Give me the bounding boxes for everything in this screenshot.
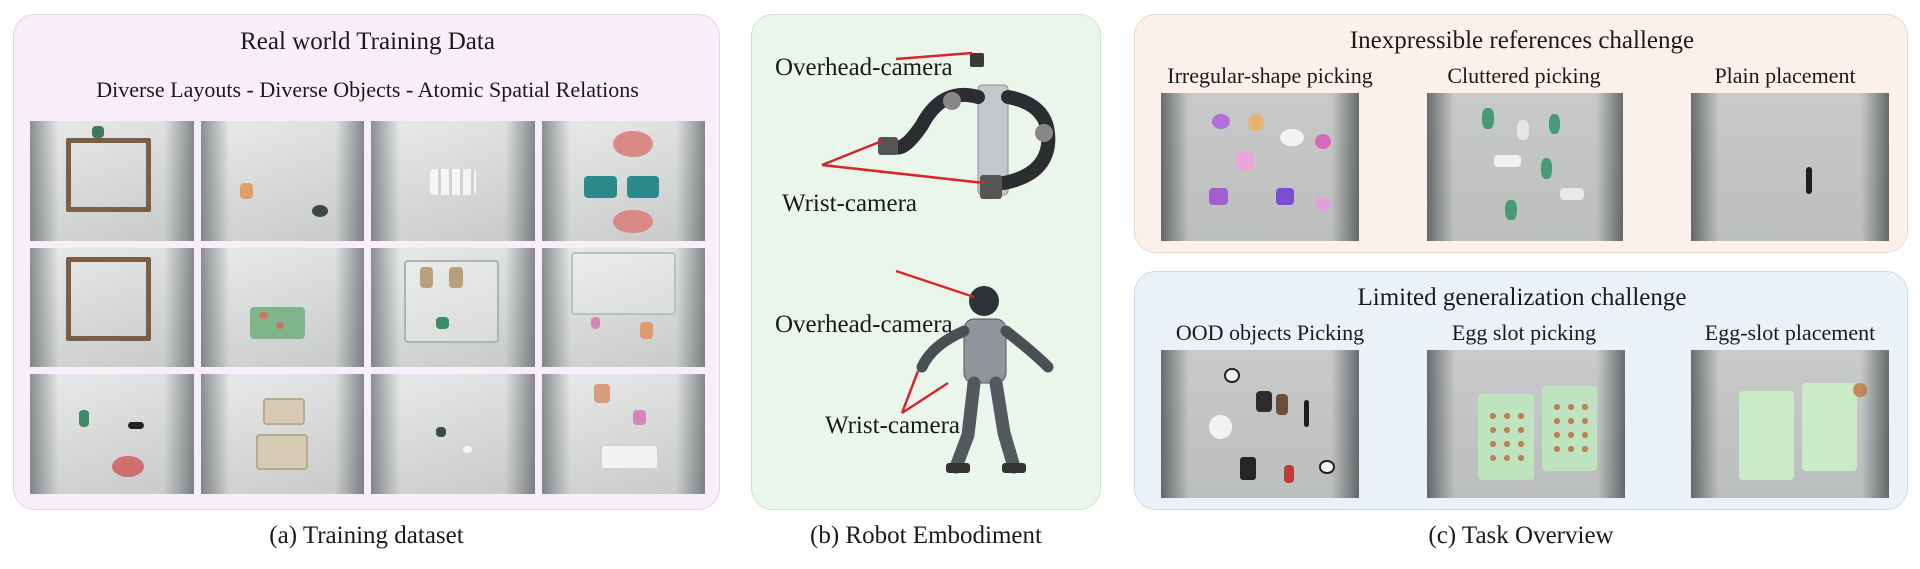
wrist-camera-label-bottom: Wrist-camera [825, 412, 961, 439]
generalization-challenge-panel: Limited generalization challenge OOD obj… [1134, 271, 1908, 510]
training-data-subtitle: Diverse Layouts - Diverse Objects - Atom… [96, 77, 639, 102]
training-image [30, 247, 194, 368]
task-image-egg-slot-picking [1427, 350, 1625, 498]
task-label-ood-picking: OOD objects Picking [1175, 320, 1365, 345]
task-image-ood-picking [1161, 350, 1359, 498]
task-image-egg-slot-placement [1691, 350, 1889, 498]
task-image-plain-placement [1691, 93, 1889, 241]
training-image [30, 121, 194, 241]
task-label-plain-placement: Plain placement [1714, 63, 1856, 88]
task-overview-caption: (c) Task Overview [1428, 522, 1614, 549]
training-data-title: Real world Training Data [240, 28, 495, 55]
task-label-cluttered: Cluttered picking [1447, 63, 1601, 88]
dual-arm-robot [878, 53, 1056, 199]
humanoid-robot [916, 286, 1054, 474]
generalization-challenge-title: Limited generalization challenge [1357, 284, 1687, 311]
task-image-irregular [1161, 93, 1359, 241]
training-image [371, 374, 535, 494]
inexpressible-challenge-panel: Inexpressible references challenge Irreg… [1134, 14, 1908, 253]
task-label-egg-slot-picking: Egg slot picking [1451, 320, 1597, 345]
training-image [541, 247, 705, 368]
overhead-camera-label-top: Overhead-camera [775, 54, 953, 81]
task-label-irregular: Irregular-shape picking [1167, 63, 1373, 88]
training-image [541, 374, 705, 494]
task-image-cluttered [1427, 93, 1623, 241]
training-image [200, 247, 364, 368]
training-image [200, 374, 364, 494]
training-image [371, 247, 535, 368]
robot-embodiment-caption: (b) Robot Embodiment [810, 522, 1042, 549]
inexpressible-challenge-title: Inexpressible references challenge [1349, 27, 1695, 54]
training-data-panel: Real world Training Data Diverse Layouts… [13, 14, 720, 510]
robot-illustration [821, 51, 1056, 474]
overhead-camera-label-bottom: Overhead-camera [775, 311, 953, 338]
training-image [541, 121, 705, 241]
task-label-egg-slot-placement: Egg-slot placement [1704, 320, 1876, 345]
training-image [200, 121, 364, 241]
training-image [371, 121, 535, 241]
wrist-camera-label-top: Wrist-camera [782, 190, 918, 217]
training-image [30, 374, 194, 494]
camera-pointers [821, 51, 985, 415]
training-dataset-caption: (a) Training dataset [269, 522, 464, 549]
robot-embodiment-panel: Overhead-camera Wrist-camera Overhead-ca… [751, 14, 1101, 510]
training-image-grid [30, 121, 705, 494]
